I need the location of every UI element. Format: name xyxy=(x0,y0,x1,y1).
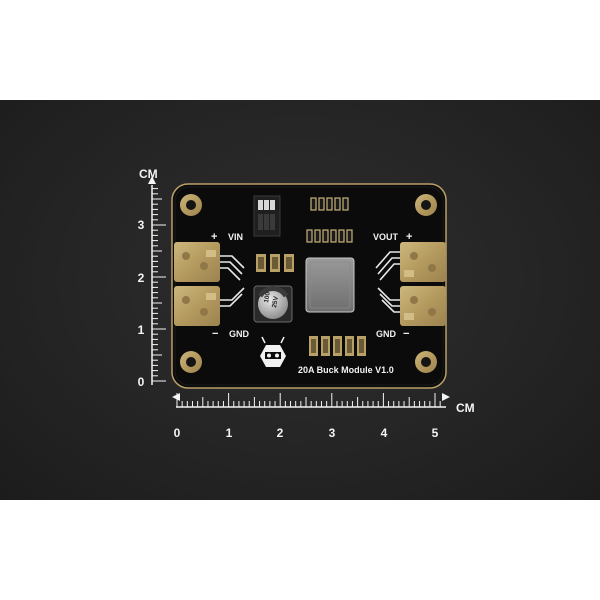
horizontal-ruler xyxy=(172,393,450,408)
gnd-in-minus-sign: − xyxy=(212,328,218,340)
pcb-board: 100 25V VIN + GND − VOUT + GND − 20A Buc… xyxy=(171,183,447,389)
horizontal-ruler-label-2: 2 xyxy=(277,426,284,440)
vertical-ruler-label-0: 0 xyxy=(138,375,145,389)
dip-switch xyxy=(253,195,281,237)
horizontal-ruler-label-4: 4 xyxy=(381,426,388,440)
resistor-array-middle xyxy=(306,229,353,243)
vertical-ruler-label-1: 1 xyxy=(138,323,145,337)
capacitor-text-value: 100 xyxy=(263,291,272,303)
controller-ic xyxy=(305,257,355,313)
vertical-ruler-unit: CM xyxy=(139,167,158,181)
resistor-array-top xyxy=(310,197,349,211)
output-traces xyxy=(375,251,400,313)
gnd-out-label: GND xyxy=(376,329,397,339)
gnd-out-pad xyxy=(400,286,446,326)
vin-label: VIN xyxy=(228,232,243,242)
mounting-hole-top-left xyxy=(180,194,202,216)
vout-label: VOUT xyxy=(373,232,399,242)
horizontal-ruler-label-0: 0 xyxy=(174,426,181,440)
horizontal-ruler-label-1: 1 xyxy=(226,426,233,440)
horizontal-ruler-label-3: 3 xyxy=(329,426,336,440)
vin-pad xyxy=(174,242,220,282)
capacitor-text-voltage: 25V xyxy=(271,295,280,308)
mounting-hole-bottom-left xyxy=(180,351,202,373)
gnd-out-minus-sign: − xyxy=(403,328,409,340)
vertical-ruler-label-2: 2 xyxy=(138,271,145,285)
vertical-ruler-label-3: 3 xyxy=(138,218,145,232)
electrolytic-capacitor: 100 25V xyxy=(253,285,293,323)
mounting-hole-top-right xyxy=(415,194,437,216)
smd-capacitors-left xyxy=(256,254,294,272)
gnd-in-label: GND xyxy=(229,329,250,339)
input-traces xyxy=(220,255,245,307)
board-title: 20A Buck Module V1.0 xyxy=(298,365,394,375)
vout-plus-sign: + xyxy=(406,231,412,243)
vout-pad xyxy=(400,242,446,282)
horizontal-ruler-label-5: 5 xyxy=(432,426,439,440)
smd-capacitors-bottom xyxy=(309,336,366,356)
mounting-hole-bottom-right xyxy=(415,351,437,373)
vertical-ruler xyxy=(148,176,166,385)
horizontal-ruler-unit: CM xyxy=(456,401,475,415)
gnd-in-pad xyxy=(174,286,220,326)
robot-logo xyxy=(260,336,286,367)
vin-plus-sign: + xyxy=(211,231,217,243)
